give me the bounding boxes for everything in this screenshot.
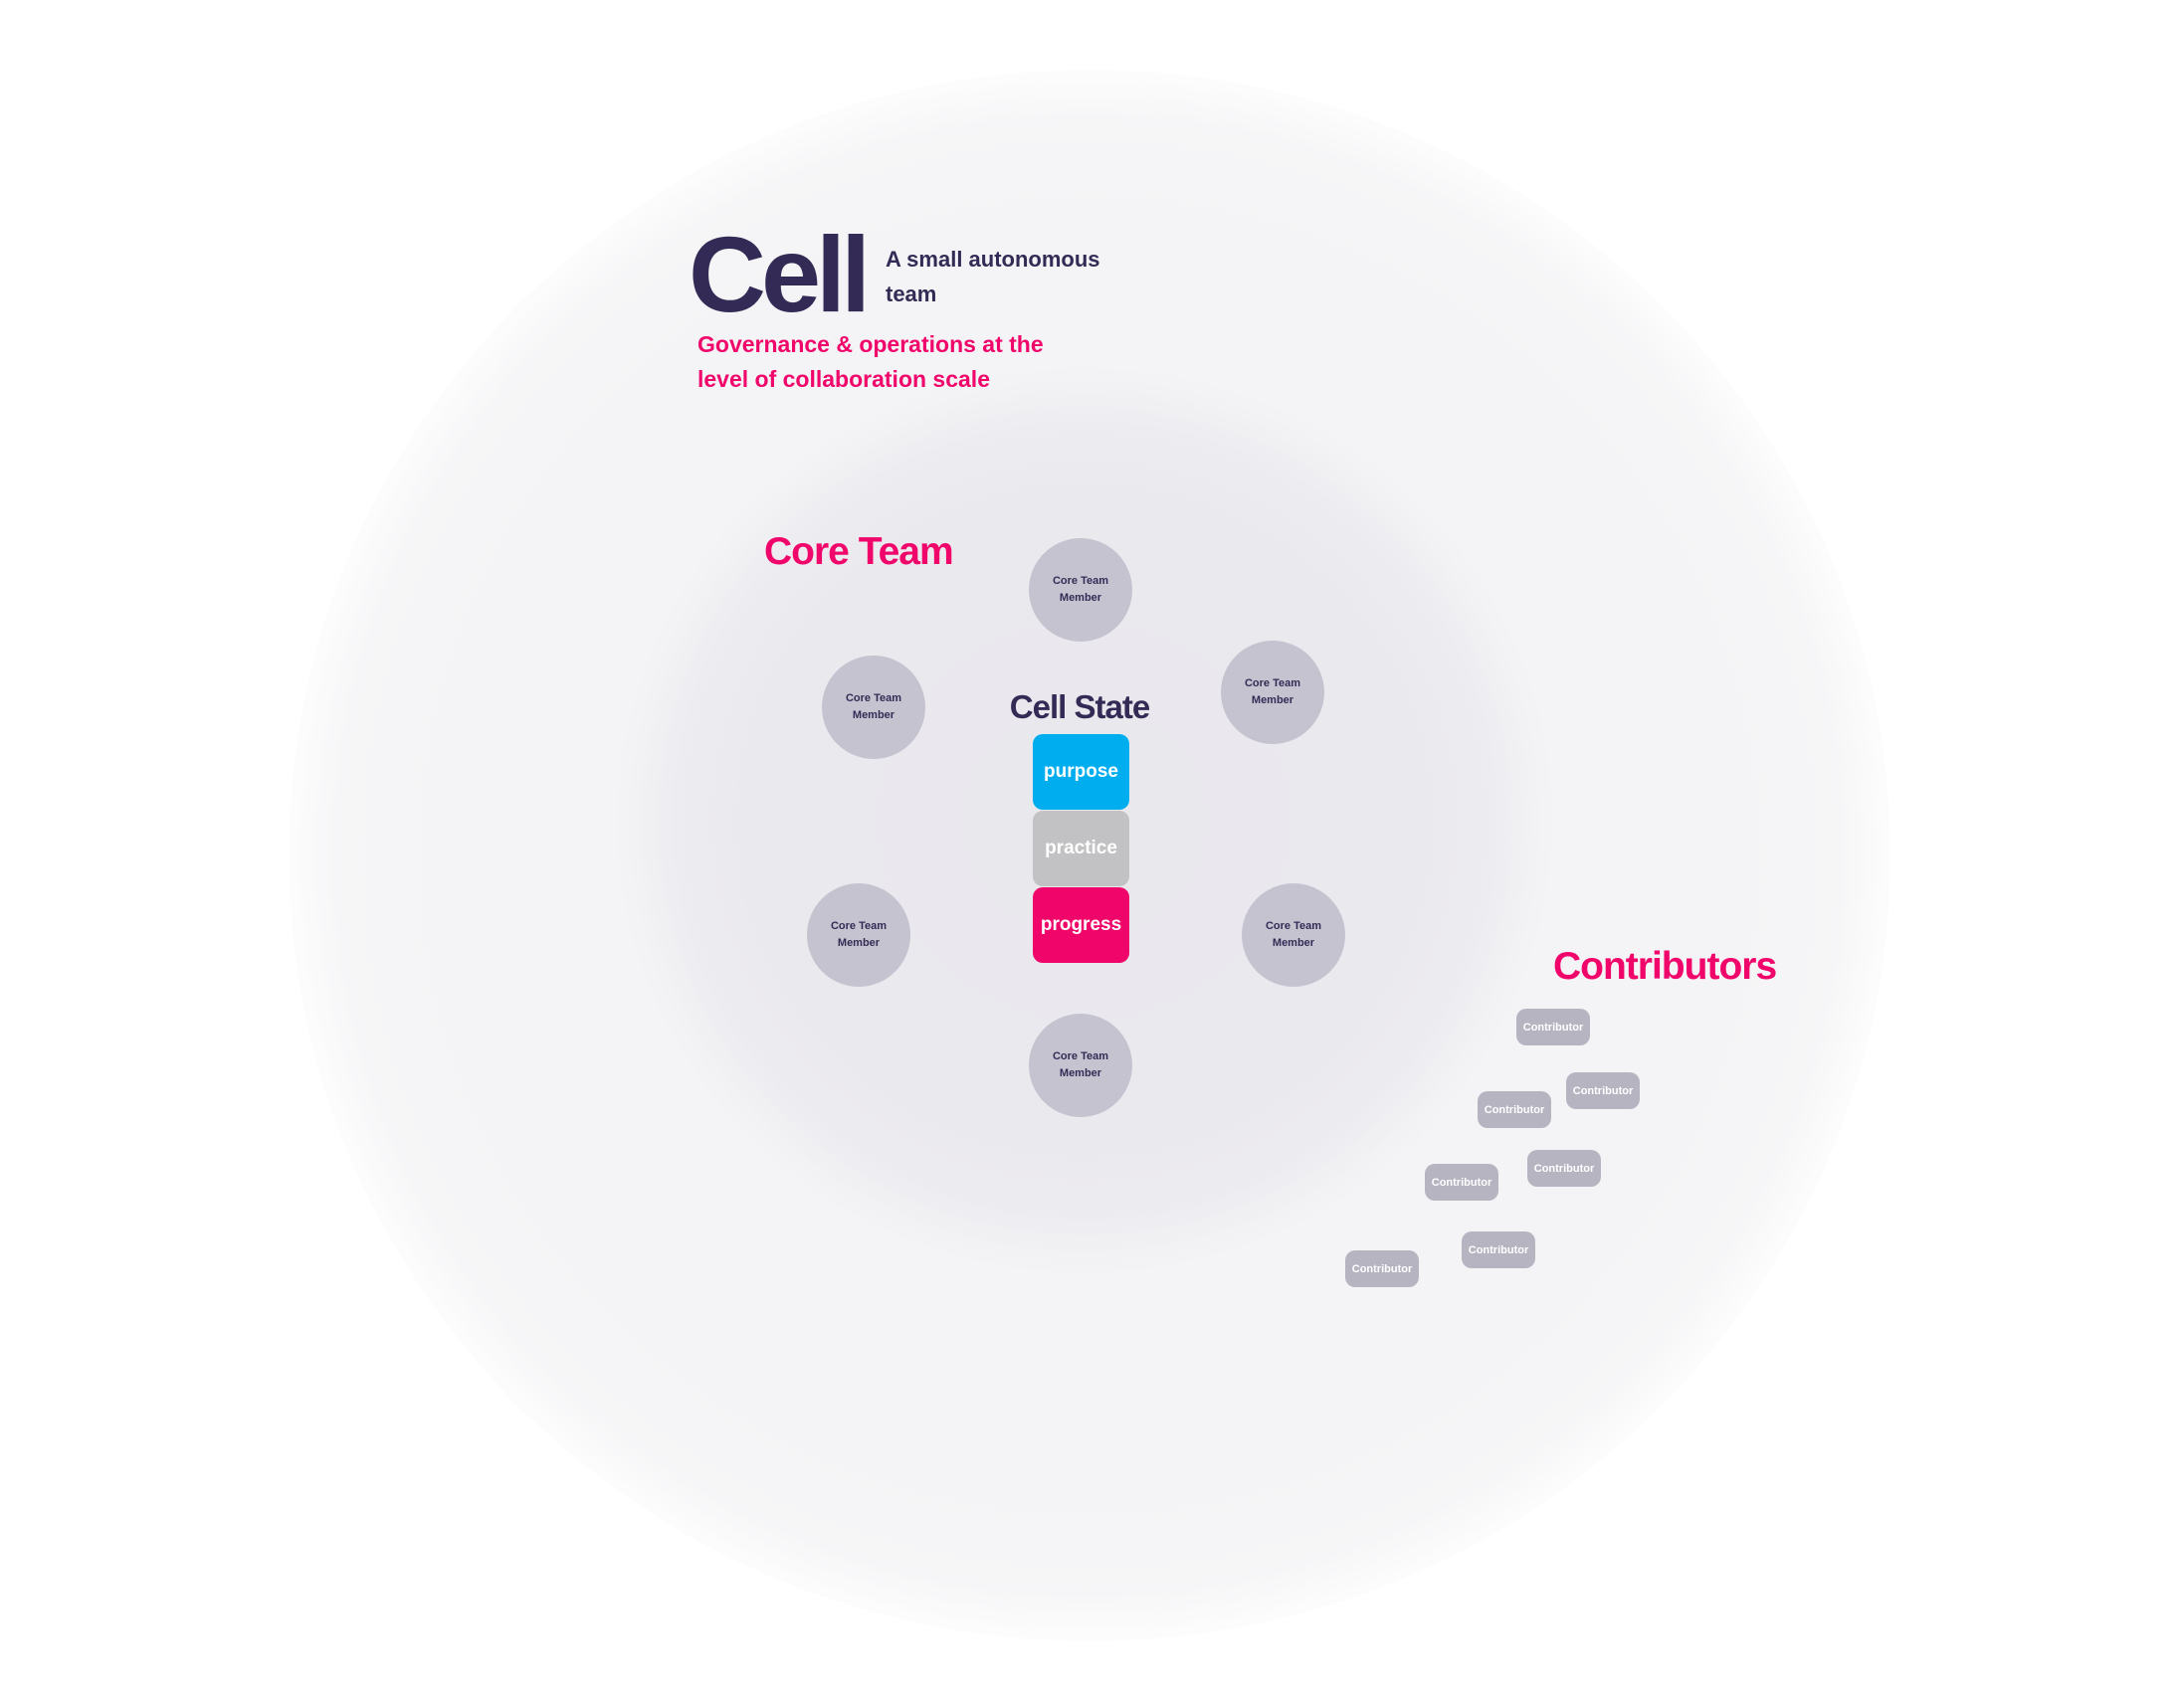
cell-state-title: Cell State bbox=[1009, 688, 1150, 725]
core-team-member-label: Core Team Member bbox=[845, 692, 902, 721]
contributor-chip: Contributor bbox=[1345, 1250, 1419, 1287]
page-tagline: Governance & operations at the level of … bbox=[697, 331, 1044, 392]
contributors-label: Contributors bbox=[1553, 945, 1777, 988]
core-team-member-label: Core Team Member bbox=[1052, 575, 1109, 604]
contributor-chip: Contributor bbox=[1566, 1072, 1640, 1109]
core-team-member: Core Team Member bbox=[1029, 1014, 1132, 1117]
contributor-chip: Contributor bbox=[1527, 1150, 1601, 1187]
core-team-member: Core Team Member bbox=[807, 883, 910, 987]
cell-state-purpose: purpose bbox=[1033, 734, 1129, 810]
core-team-member-label: Core Team Member bbox=[830, 920, 888, 949]
core-team-member-label: Core Team Member bbox=[1265, 920, 1322, 949]
core-team-member: Core Team Member bbox=[1242, 883, 1345, 987]
contributor-chip: Contributor bbox=[1462, 1231, 1535, 1268]
contributor-chip: Contributor bbox=[1478, 1091, 1551, 1128]
core-team-member-label: Core Team Member bbox=[1244, 677, 1301, 706]
cell-state-progress: progress bbox=[1033, 887, 1129, 963]
core-team-member: Core Team Member bbox=[1221, 641, 1324, 744]
core-team-member: Core Team Member bbox=[822, 656, 925, 759]
page-subtitle: A small autonomous team bbox=[886, 247, 1100, 306]
contributor-chip: Contributor bbox=[1425, 1164, 1498, 1201]
core-team-member-label: Core Team Member bbox=[1052, 1050, 1109, 1079]
core-team-member: Core Team Member bbox=[1029, 538, 1132, 642]
cell-state-practice: practice bbox=[1033, 811, 1129, 886]
page-title: Cell bbox=[689, 214, 871, 334]
contributor-chip: Contributor bbox=[1516, 1009, 1590, 1045]
core-team-label: Core Team bbox=[764, 530, 954, 573]
